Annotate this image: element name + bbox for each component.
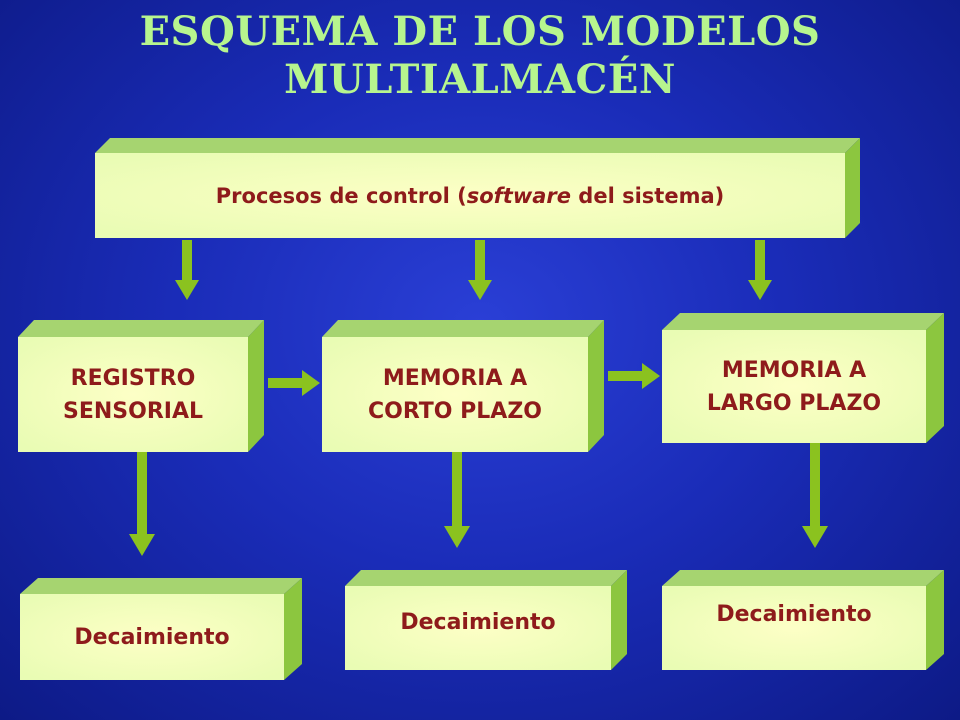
- box-shape: [662, 570, 944, 670]
- box-shape: [322, 320, 604, 452]
- box-front-face: [662, 586, 926, 670]
- sensorial-register-line-1: REGISTRO: [70, 365, 196, 391]
- sensorial-register-box: REGISTRO SENSORIAL: [18, 320, 264, 452]
- box-side-face: [926, 313, 944, 443]
- box-front-face: [20, 594, 284, 680]
- title-line-2: MULTIALMACÉN: [284, 56, 676, 103]
- box-top-face: [322, 320, 604, 337]
- control-processes-label: Procesos de control (software del sistem…: [215, 183, 725, 208]
- short-term-memory-line-2: CORTO PLAZO: [368, 398, 542, 424]
- arrow-long-term-to-decay: [802, 443, 828, 548]
- arrow-sensorial-to-short-term: [268, 370, 320, 396]
- box-front-face: [95, 153, 845, 238]
- box-top-face: [345, 570, 627, 586]
- arrow-short-term-to-long-term: [608, 363, 660, 389]
- long-term-memory-line-1: MEMORIA A: [721, 357, 867, 383]
- box-side-face: [284, 578, 302, 680]
- box-front-face: [322, 337, 588, 452]
- box-top-face: [662, 313, 944, 330]
- arrow-sensorial-to-decay: [129, 452, 155, 556]
- decay-label-right: Decaimiento: [716, 601, 872, 627]
- box-top-face: [662, 570, 944, 586]
- decay-box-middle: Decaimiento: [345, 570, 627, 670]
- arrow-short-term-to-decay: [444, 452, 470, 548]
- short-term-memory-line-1: MEMORIA A: [382, 365, 528, 391]
- box-side-face: [588, 320, 604, 452]
- sensorial-register-line-2: SENSORIAL: [62, 398, 203, 424]
- title-line-1: ESQUEMA DE LOS MODELOS: [139, 8, 821, 55]
- software-label: software: [466, 183, 571, 208]
- box-side-face: [248, 320, 264, 452]
- control-processes-box: Procesos de control (software del sistem…: [95, 138, 860, 240]
- arrow-control-to-short-term: [468, 240, 492, 300]
- box-side-face: [845, 138, 860, 238]
- short-term-memory-box: MEMORIA A CORTO PLAZO: [322, 320, 604, 452]
- decay-label-middle: Decaimiento: [400, 609, 556, 635]
- box-front-face: [18, 337, 248, 452]
- box-shape: [345, 570, 627, 670]
- box-side-face: [926, 570, 944, 670]
- box-side-face: [611, 570, 627, 670]
- long-term-memory-box: MEMORIA A LARGO PLAZO: [662, 313, 944, 443]
- box-front-face: [662, 330, 926, 443]
- diagram-title: ESQUEMA DE LOS MODELOS MULTIALMACÉN: [0, 8, 960, 104]
- box-top-face: [95, 138, 860, 153]
- arrow-control-to-sensorial: [175, 240, 199, 300]
- box-front-face: [345, 586, 611, 670]
- box-shape: [18, 320, 264, 452]
- decay-box-left: Decaimiento: [20, 578, 302, 680]
- arrow-control-to-long-term: [748, 240, 772, 300]
- box-top-face: [18, 320, 264, 337]
- long-term-memory-line-2: LARGO PLAZO: [706, 390, 882, 416]
- box-top-face: [20, 578, 302, 594]
- box-shape: [20, 578, 302, 680]
- decay-box-right: Decaimiento: [662, 570, 944, 670]
- decay-label-left: Decaimiento: [74, 624, 230, 650]
- box-shape: [95, 138, 860, 238]
- box-shape: [662, 313, 944, 443]
